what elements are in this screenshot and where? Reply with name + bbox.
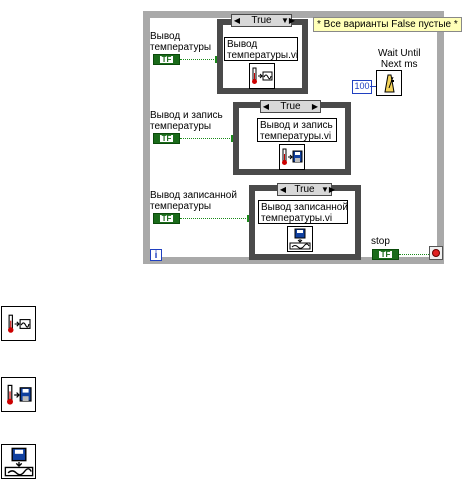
- wait-wire: [370, 86, 376, 87]
- thermometer-display-icon: [1, 306, 36, 341]
- case3-vi-label: Вывод записанной температуры.vi: [258, 200, 348, 224]
- stop-boolean-control[interactable]: TF: [372, 249, 399, 260]
- decrement-icon[interactable]: ◀: [262, 102, 270, 111]
- case1-vi-label: Вывод температуры.vi: [224, 37, 298, 61]
- case2-vi-label: Вывод и запись температуры.vi: [257, 118, 337, 142]
- case2-control-label: Вывод и запись температуры: [150, 110, 223, 132]
- case2-wire: [180, 138, 232, 139]
- thermometer-display-icon[interactable]: [249, 63, 275, 89]
- case2-selector[interactable]: ◀ True ▶: [260, 100, 321, 113]
- disk-display-icon: [1, 444, 36, 479]
- decrement-icon[interactable]: ◀: [233, 16, 241, 25]
- case3-boolean-control[interactable]: TF: [153, 213, 180, 224]
- case3-control-label: Вывод записанной температуры: [150, 190, 237, 212]
- case3-wire: [180, 218, 248, 219]
- case1-selector[interactable]: ◀ True ▼▶: [231, 14, 296, 27]
- thermometer-save-icon: [1, 377, 36, 412]
- case1-wire: [180, 59, 216, 60]
- metronome-icon[interactable]: [376, 70, 402, 96]
- case2-boolean-control[interactable]: TF: [153, 133, 180, 144]
- case3-selector[interactable]: ◀ True ▼▶: [277, 183, 336, 196]
- wait-constant[interactable]: 100: [352, 80, 372, 94]
- dropdown-icon[interactable]: ▼▶: [321, 185, 336, 194]
- dropdown-icon[interactable]: ▼▶: [281, 16, 296, 25]
- case1-boolean-control[interactable]: TF: [153, 54, 180, 65]
- decrement-icon[interactable]: ◀: [279, 185, 287, 194]
- thermometer-save-icon[interactable]: [279, 144, 305, 170]
- stop-terminal[interactable]: [429, 246, 443, 260]
- stop-wire: [399, 254, 429, 255]
- increment-icon[interactable]: ▶: [311, 102, 319, 111]
- disk-display-icon[interactable]: [287, 226, 313, 252]
- stop-label: stop: [371, 236, 390, 247]
- stop-icon: [432, 249, 440, 257]
- wait-label: Wait Until Next ms: [378, 48, 421, 70]
- loop-comment: * Все варианты False пустые *: [313, 17, 462, 32]
- case1-control-label: Вывод температуры: [150, 31, 212, 53]
- iteration-terminal: i: [150, 249, 162, 261]
